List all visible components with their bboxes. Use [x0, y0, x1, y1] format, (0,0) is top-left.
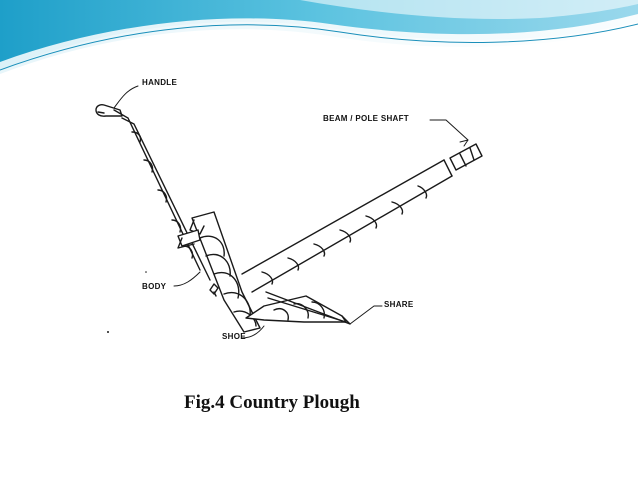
- leader-lines: [113, 85, 469, 339]
- plough-body: [177, 211, 261, 333]
- figure-panel: HANDLE BEAM / POLE SHAFT BODY SHARE SHOE…: [74, 70, 564, 426]
- label-shoe: SHOE: [222, 332, 246, 341]
- label-handle: HANDLE: [142, 78, 178, 87]
- handle-grip: [95, 104, 123, 117]
- plough-diagram: [95, 85, 483, 339]
- label-share: SHARE: [384, 300, 414, 309]
- label-beam-pole-shaft: BEAM / POLE SHAFT: [323, 114, 409, 123]
- slide-header-wave: [0, 0, 638, 74]
- figure-caption: Fig.4 Country Plough: [184, 392, 360, 413]
- beam-shaft: [241, 143, 483, 293]
- handle-shaft: [113, 109, 211, 281]
- label-body: BODY: [142, 282, 167, 291]
